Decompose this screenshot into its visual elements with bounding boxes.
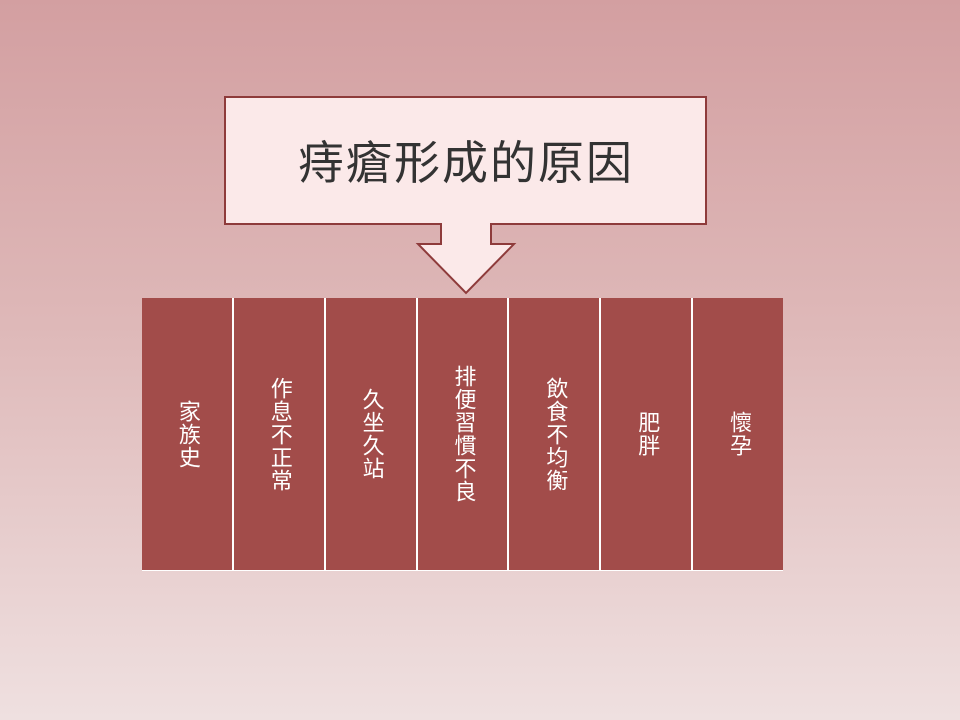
- cause-label: 懷孕: [726, 411, 752, 457]
- page-title: 痔瘡形成的原因: [298, 136, 634, 190]
- causes-list: 家族史 作息不正常 久坐久站 排便習慣不良 飲食不均衡 肥胖 懷孕: [142, 298, 784, 570]
- cause-label: 久坐久站: [358, 388, 384, 480]
- title-callout: 痔瘡形成的原因: [0, 0, 960, 300]
- cause-unbalanced-diet: 飲食不均衡: [509, 298, 600, 570]
- callout-arrow-shape: [224, 96, 707, 295]
- cause-label: 作息不正常: [266, 376, 292, 492]
- cause-label: 飲食不均衡: [542, 376, 568, 492]
- cause-label: 肥胖: [634, 411, 660, 457]
- cause-label: 家族史: [174, 399, 200, 469]
- cause-family-history: 家族史: [142, 298, 232, 570]
- cause-irregular-schedule: 作息不正常: [233, 298, 324, 570]
- cause-poor-bowel-habits: 排便習慣不良: [417, 298, 508, 570]
- cause-obesity: 肥胖: [601, 298, 692, 570]
- cause-pregnancy: 懷孕: [693, 298, 784, 570]
- cause-prolonged-sitting-standing: 久坐久站: [325, 298, 416, 570]
- cause-label: 排便習慣不良: [450, 365, 476, 503]
